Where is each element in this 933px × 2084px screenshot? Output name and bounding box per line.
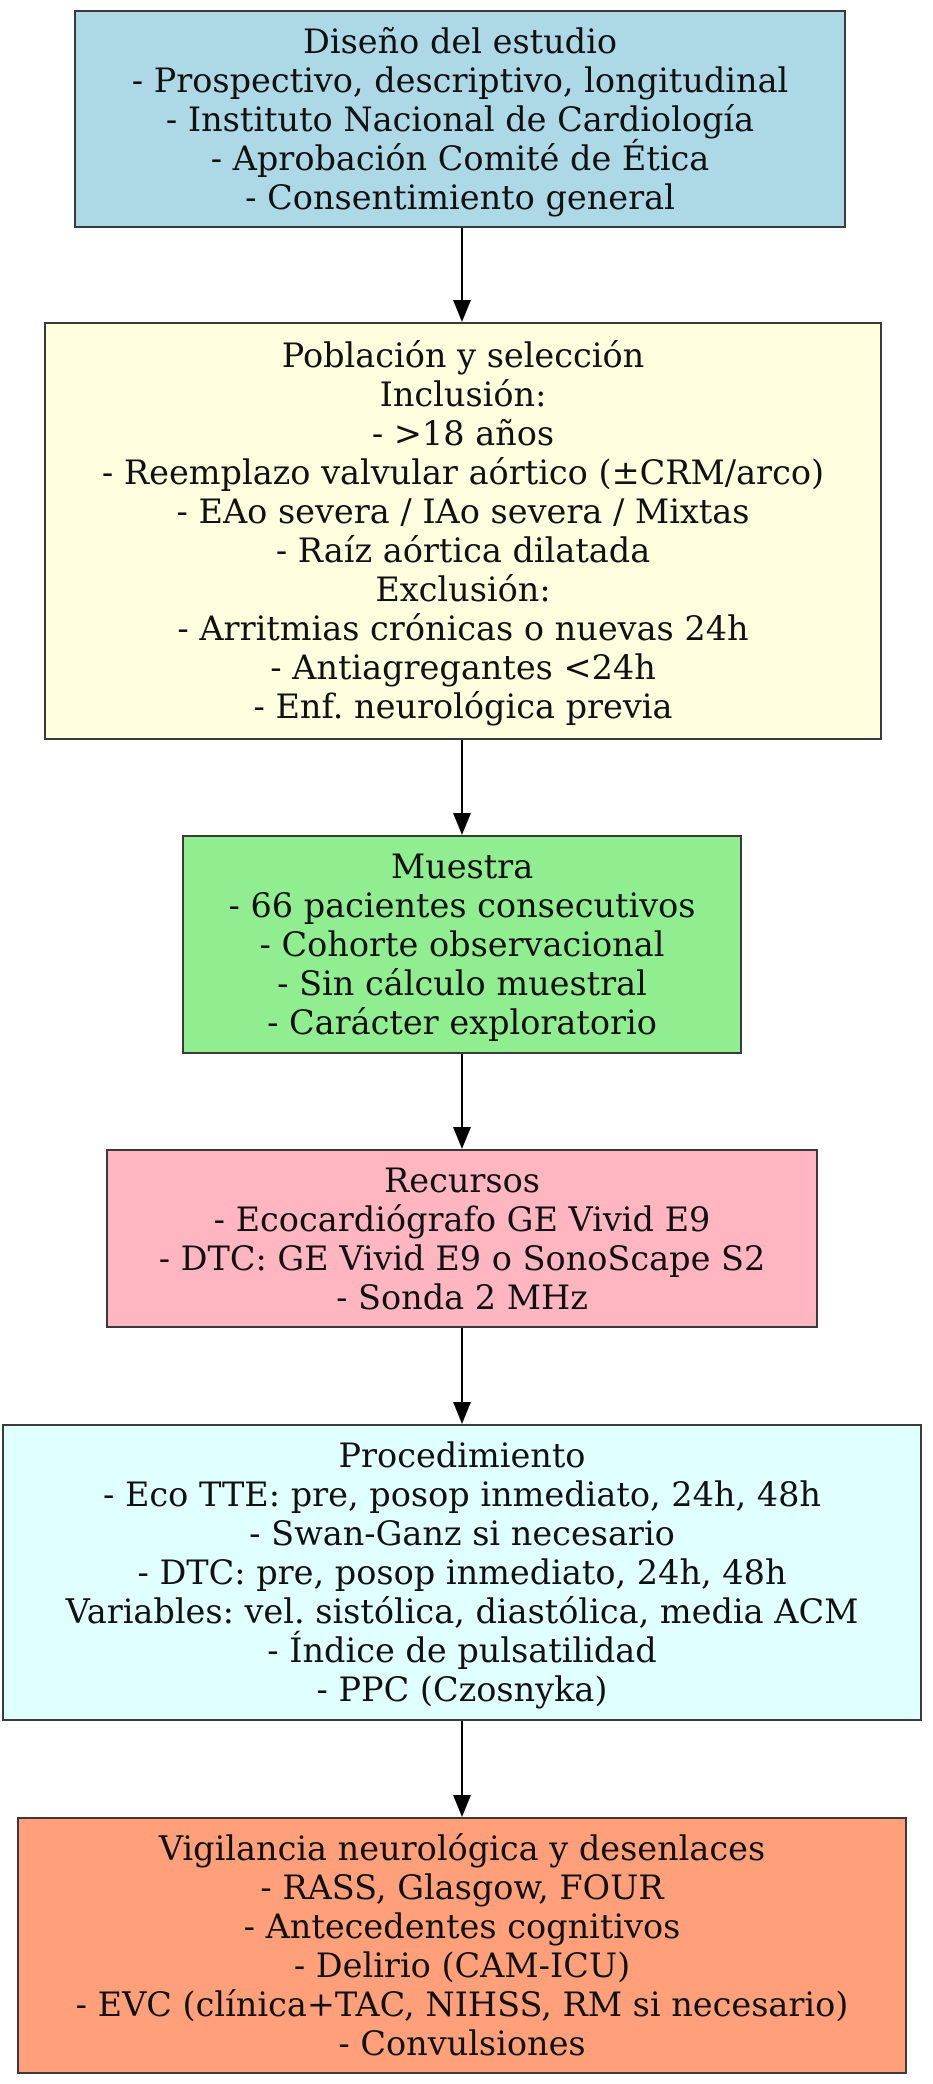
node-poblacion-line-6: Exclusión: [375, 570, 551, 609]
node-poblacion-line-3: - Reemplazo valvular aórtico (±CRM/arco) [101, 453, 825, 492]
node-recursos-line-3: - Sonda 2 MHz [336, 1277, 588, 1317]
node-vigilancia-neurologica: Vigilancia neurológica y desenlaces - RA… [17, 1817, 907, 2074]
node-muestra-line-1: - 66 pacientes consecutivos [228, 886, 696, 925]
node-diseno-del-estudio: Diseño del estudio - Prospectivo, descri… [74, 10, 846, 228]
arrowhead-n5-n6 [453, 1795, 471, 1817]
node-procedimiento-line-1: - Eco TTE: pre, posop inmediato, 24h, 48… [103, 1475, 821, 1514]
node-procedimiento-line-6: - PPC (Czosnyka) [316, 1670, 608, 1709]
node-diseno-title: Diseño del estudio [303, 21, 617, 61]
arrowhead-n1-n2 [453, 300, 471, 322]
node-vigilancia-line-1: - RASS, Glasgow, FOUR [260, 1867, 664, 1907]
node-procedimiento-title: Procedimiento [338, 1436, 586, 1475]
node-procedimiento-line-4: Variables: vel. sistólica, diastólica, m… [65, 1592, 859, 1631]
node-procedimiento-line-3: - DTC: pre, posop inmediato, 24h, 48h [137, 1553, 787, 1592]
node-poblacion-line-8: - Antiagregantes <24h [270, 648, 656, 687]
node-poblacion-line-7: - Arritmias crónicas o nuevas 24h [177, 609, 749, 648]
node-vigilancia-line-4: - EVC (clínica+TAC, NIHSS, RM si necesar… [75, 1984, 849, 2024]
arrowhead-n2-n3 [453, 813, 471, 835]
node-poblacion-line-9: - Enf. neurológica previa [253, 687, 673, 726]
node-procedimiento-line-5: - Índice de pulsatilidad [267, 1631, 657, 1670]
node-vigilancia-line-5: - Convulsiones [338, 2023, 586, 2063]
node-muestra-line-4: - Carácter exploratorio [267, 1003, 657, 1042]
node-poblacion-y-seleccion: Población y selección Inclusión: - >18 a… [44, 322, 882, 740]
node-procedimiento: Procedimiento - Eco TTE: pre, posop inme… [2, 1424, 922, 1721]
node-muestra-title: Muestra [390, 847, 534, 886]
node-recursos-title: Recursos [384, 1160, 540, 1200]
node-muestra: Muestra - 66 pacientes consecutivos - Co… [182, 835, 742, 1054]
node-poblacion-line-1: Inclusión: [379, 375, 547, 414]
node-vigilancia-title: Vigilancia neurológica y desenlaces [158, 1828, 766, 1868]
arrowhead-n4-n5 [453, 1402, 471, 1424]
node-diseno-line-2: - Instituto Nacional de Cardiología [165, 99, 755, 139]
node-procedimiento-line-2: - Swan-Ganz si necesario [249, 1514, 675, 1553]
node-muestra-line-2: - Cohorte observacional [259, 925, 665, 964]
arrowhead-n3-n4 [453, 1127, 471, 1149]
node-poblacion-line-2: - >18 años [371, 414, 555, 453]
node-recursos-line-1: - Ecocardiógrafo GE Vivid E9 [213, 1199, 711, 1239]
node-vigilancia-line-3: - Delirio (CAM-ICU) [293, 1945, 631, 1985]
node-diseno-line-4: - Consentimiento general [245, 177, 675, 217]
node-poblacion-line-5: - Raíz aórtica dilatada [275, 531, 651, 570]
node-diseno-line-3: - Aprobación Comité de Ética [210, 138, 710, 178]
node-poblacion-title: Población y selección [281, 336, 645, 375]
node-vigilancia-line-2: - Antecedentes cognitivos [243, 1906, 681, 1946]
node-recursos: Recursos - Ecocardiógrafo GE Vivid E9 - … [106, 1149, 818, 1328]
node-poblacion-line-4: - EAo severa / IAo severa / Mixtas [176, 492, 750, 531]
node-recursos-line-2: - DTC: GE Vivid E9 o SonoScape S2 [158, 1238, 766, 1278]
node-diseno-line-1: - Prospectivo, descriptivo, longitudinal [131, 60, 789, 100]
node-muestra-line-3: - Sin cálculo muestral [277, 964, 647, 1003]
